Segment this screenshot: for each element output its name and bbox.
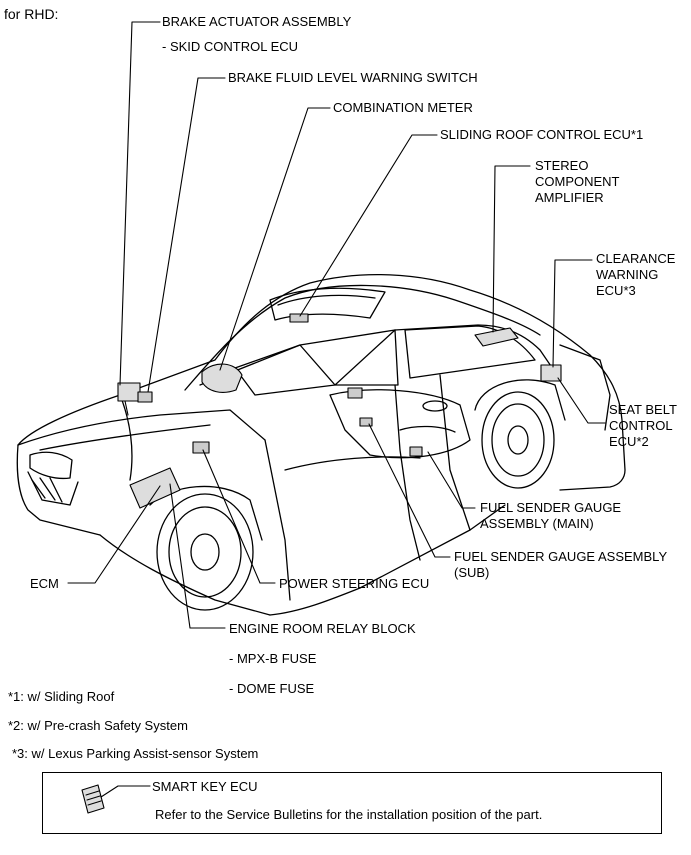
label-ecm: ECM (30, 576, 59, 591)
label-engine-room: ENGINE ROOM RELAY BLOCK (229, 621, 416, 636)
label-brake-fluid: BRAKE FLUID LEVEL WARNING SWITCH (228, 70, 478, 85)
label-clearance-1: CLEARANCE (596, 251, 676, 266)
label-stereo-1: STEREO (535, 158, 589, 173)
label-clearance-2: WARNING (596, 267, 659, 282)
smart-key-title: SMART KEY ECU (152, 779, 258, 794)
label-fuel-main-2: ASSEMBLY (MAIN) (480, 516, 594, 531)
diagram-heading: for RHD: (4, 6, 59, 22)
leader-lines (67, 21, 606, 629)
label-seatbelt-3: ECU*2 (609, 434, 649, 449)
smart-key-ecu-icon (81, 784, 151, 814)
smart-key-note: Refer to the Service Bulletins for the i… (155, 807, 543, 822)
label-sliding-roof: SLIDING ROOF CONTROL ECU*1 (440, 127, 644, 142)
label-seatbelt-1: SEAT BELT (609, 402, 677, 417)
label-mpx-b: - MPX-B FUSE (229, 651, 317, 666)
label-stereo-3: AMPLIFIER (535, 190, 604, 205)
label-fuel-sub-2: (SUB) (454, 565, 490, 580)
footnote-3: *3: w/ Lexus Parking Assist-sensor Syste… (12, 746, 259, 761)
footnote-1: *1: w/ Sliding Roof (8, 689, 115, 704)
component-parts (117, 313, 562, 509)
label-seatbelt-2: CONTROL (609, 418, 673, 433)
label-skid-control: - SKID CONTROL ECU (162, 39, 299, 54)
label-fuel-sub-1: FUEL SENDER GAUGE ASSEMBLY (454, 549, 668, 564)
label-brake-actuator: BRAKE ACTUATOR ASSEMBLY (162, 14, 352, 29)
label-stereo-2: COMPONENT (535, 174, 620, 189)
label-clearance-3: ECU*3 (596, 283, 636, 298)
label-combination-meter: COMBINATION METER (333, 100, 473, 115)
label-fuel-main-1: FUEL SENDER GAUGE (480, 500, 622, 515)
label-dome: - DOME FUSE (229, 681, 315, 696)
label-power-steering: POWER STEERING ECU (279, 576, 430, 591)
smart-key-box (42, 772, 662, 834)
footnote-2: *2: w/ Pre-crash Safety System (8, 718, 188, 733)
